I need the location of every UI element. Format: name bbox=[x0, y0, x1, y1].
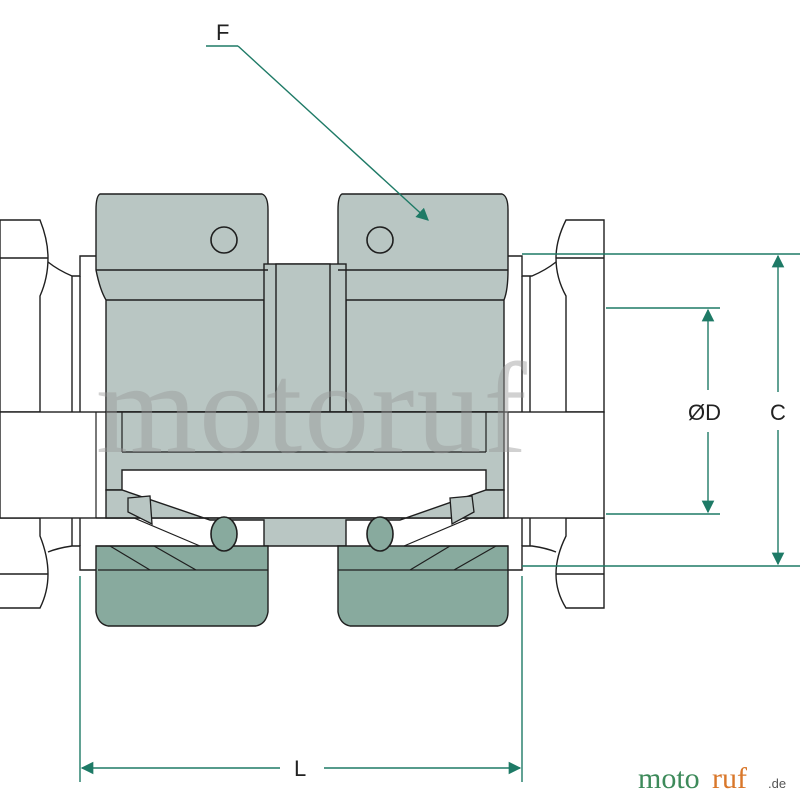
left-nut-hole-lower bbox=[210, 516, 238, 552]
label-c: C bbox=[770, 400, 786, 425]
left-tube bbox=[47, 255, 99, 571]
right-nut-hole-lower bbox=[366, 516, 394, 552]
left-nut-hole-upper bbox=[210, 226, 238, 254]
callout-f-leader bbox=[237, 45, 429, 221]
label-d: ØD bbox=[688, 400, 721, 425]
left-hex-body bbox=[0, 219, 49, 609]
right-ring bbox=[449, 495, 475, 526]
right-nut-lower bbox=[337, 545, 509, 627]
svg-text:moto: moto bbox=[638, 762, 700, 795]
center-stud bbox=[275, 263, 331, 413]
brand-logo: moto ruf .de bbox=[638, 762, 786, 795]
left-nut-lower bbox=[95, 545, 269, 627]
watermark: motoruf bbox=[96, 337, 529, 481]
svg-text:.de: .de bbox=[768, 776, 786, 791]
svg-text:ruf: ruf bbox=[712, 762, 747, 795]
right-tube bbox=[505, 255, 557, 571]
right-nut-hole-upper bbox=[366, 226, 394, 254]
right-hex-body bbox=[555, 219, 605, 609]
left-ring bbox=[127, 495, 153, 526]
label-f: F bbox=[216, 20, 229, 45]
label-l: L bbox=[294, 756, 306, 781]
